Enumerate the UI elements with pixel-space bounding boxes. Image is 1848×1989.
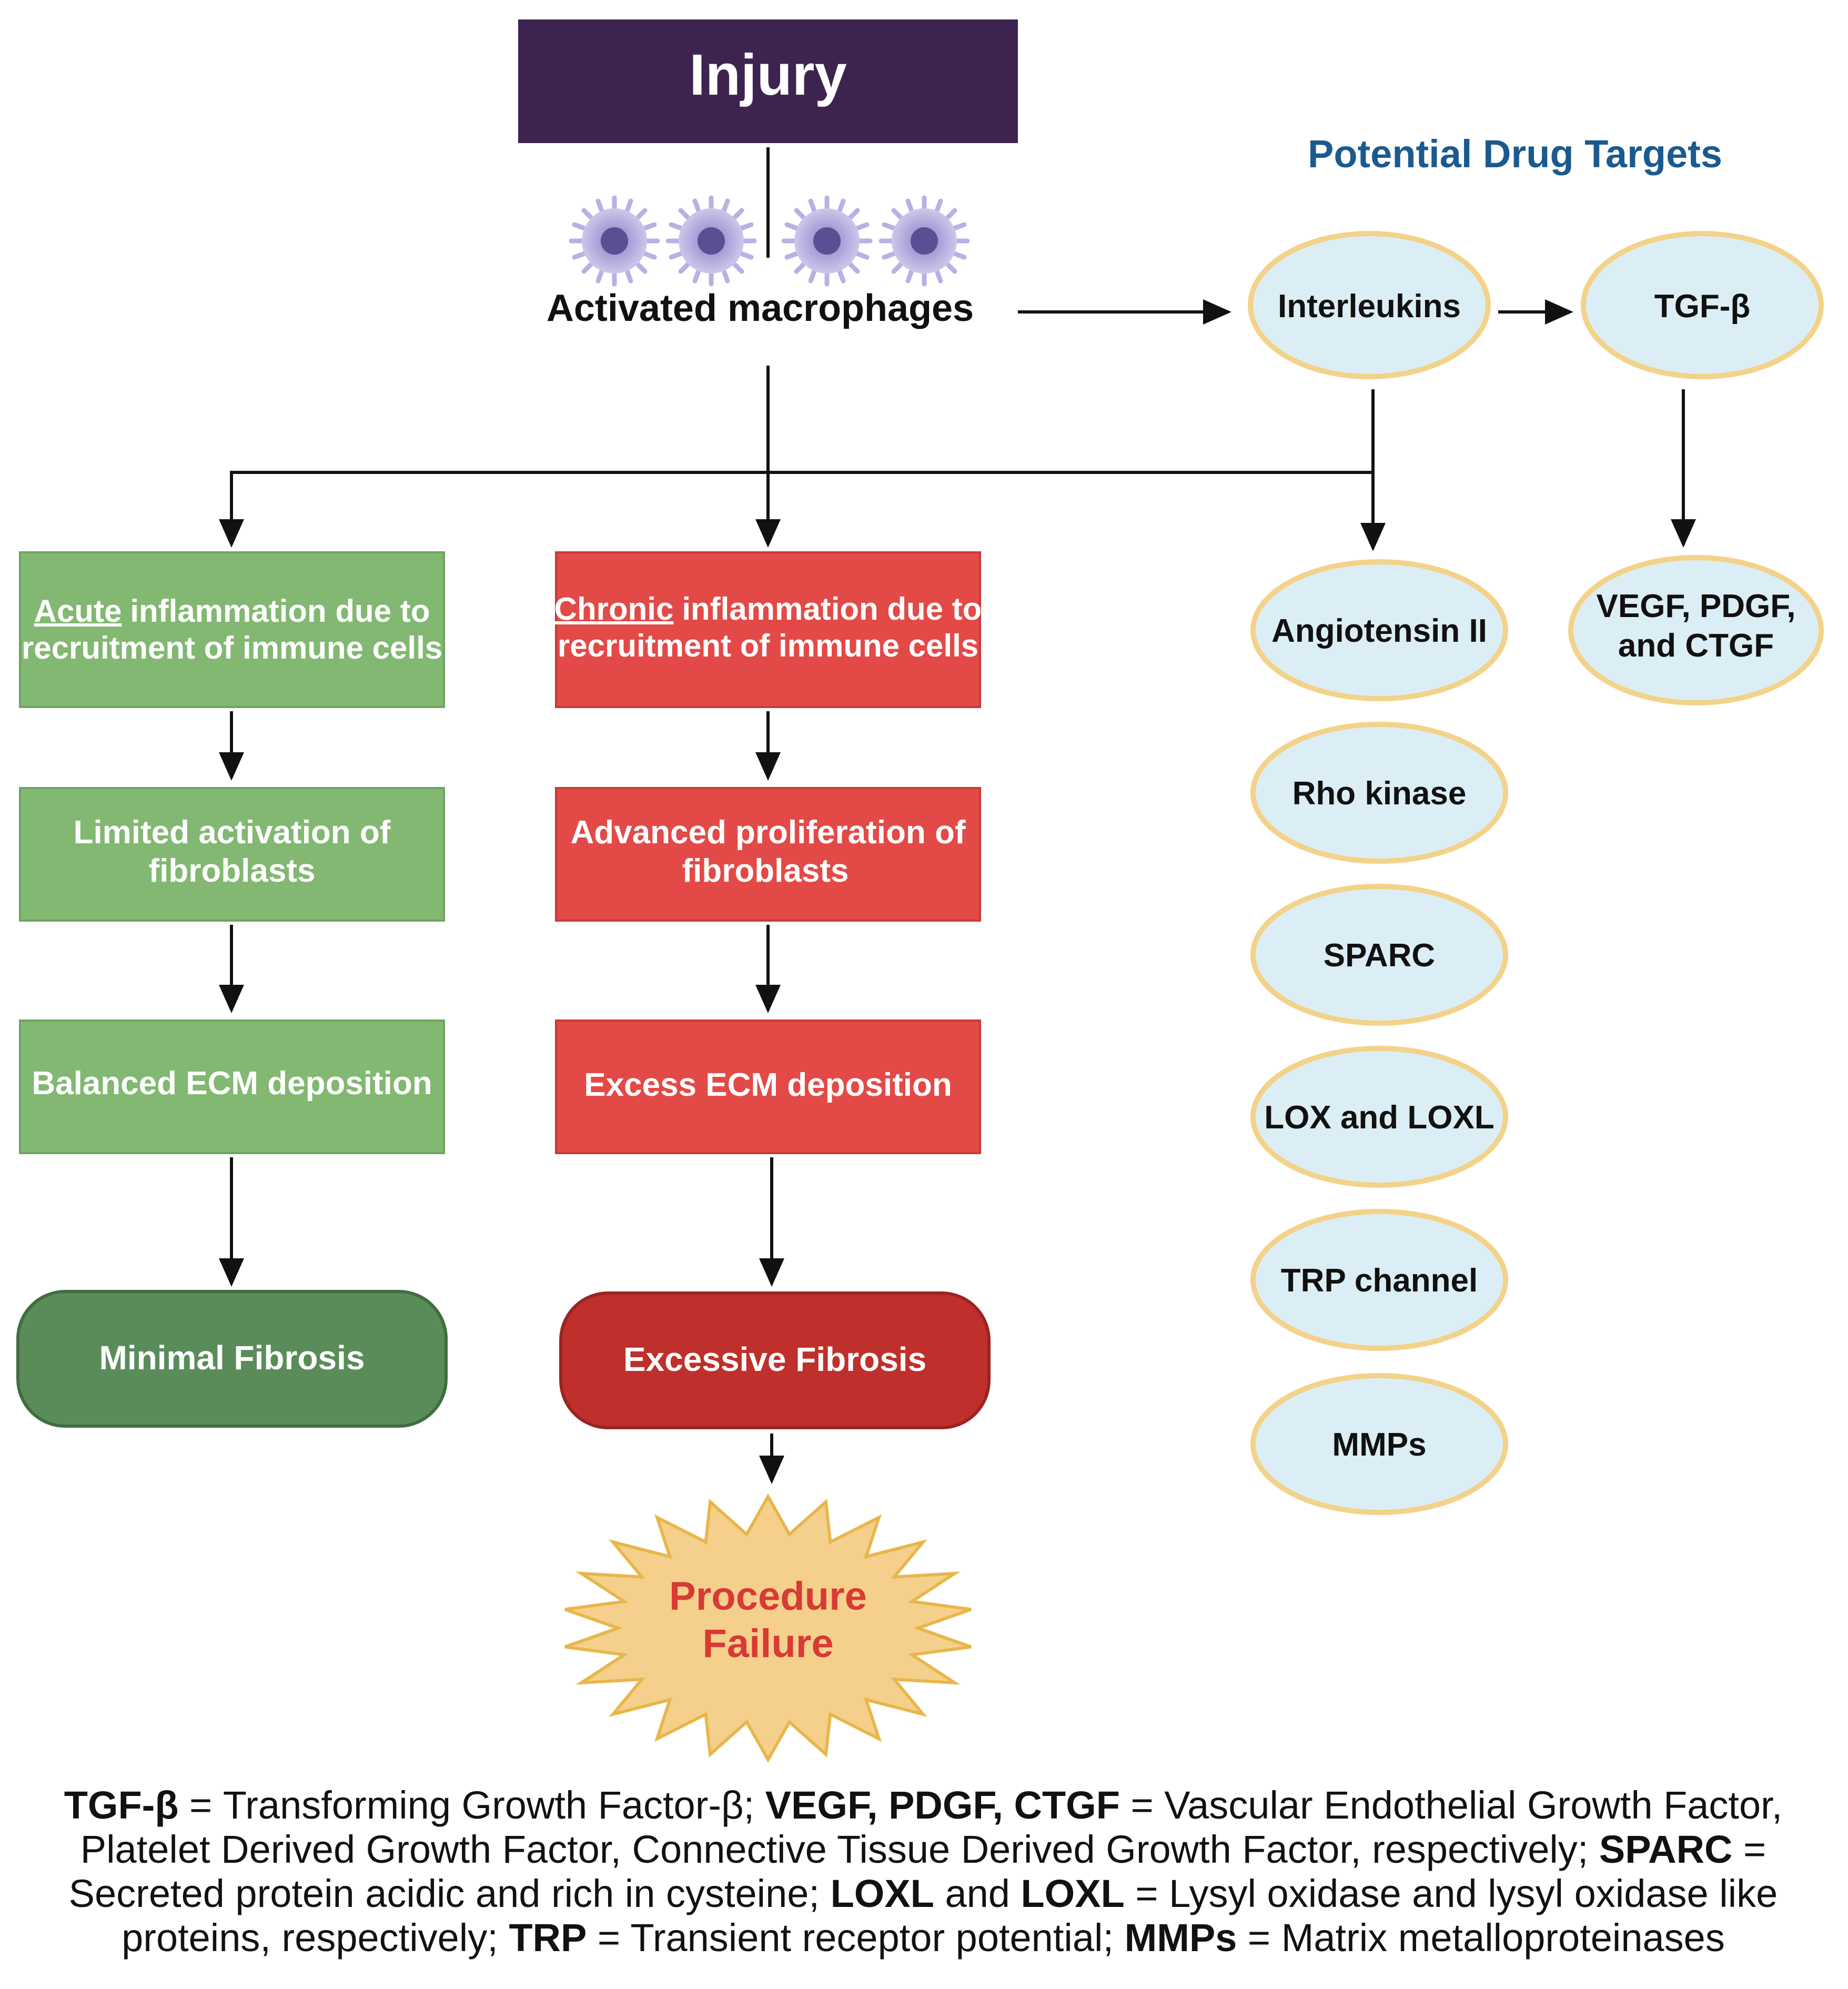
drug-targets-heading: Potential Drug Targets — [1308, 132, 1722, 176]
injury-label: Injury — [689, 43, 847, 107]
legend-term: LOXL — [1021, 1872, 1125, 1915]
macrophage-cell-icon — [668, 198, 754, 284]
macrophage-cell-icon — [571, 198, 658, 284]
target-vegf-pdgf-ctgf — [1568, 555, 1824, 705]
advanced-proliferation-line2: fibroblasts — [682, 853, 849, 889]
legend-definition: proteins, respectively; — [122, 1916, 509, 1960]
legend-definition: = — [1732, 1828, 1766, 1871]
legend-definition: = Vascular Endothelial Growth Factor, — [1119, 1783, 1783, 1827]
procedure-failure-line1: Procedure — [669, 1574, 867, 1619]
target-lox — [1250, 1046, 1508, 1188]
legend-line: Secreted protein acidic and rich in cyst… — [32, 1872, 1815, 1916]
excessive-fibrosis-box — [559, 1291, 991, 1429]
legend-line: proteins, respectively; TRP = Transient … — [32, 1916, 1815, 1960]
limited-activation-line1: Limited activation of — [74, 814, 391, 851]
target-lox-label: LOX and LOXL — [1264, 1099, 1494, 1136]
procedure-failure-line2: Failure — [702, 1621, 833, 1666]
target-tgf-beta-label: TGF-β — [1654, 288, 1750, 325]
minimal-fibrosis-box — [16, 1290, 448, 1428]
legend-term: VEGF, PDGF, CTGF — [765, 1783, 1120, 1827]
target-mmps — [1250, 1373, 1508, 1515]
advanced-proliferation-box — [555, 787, 981, 922]
balanced-ecm-box — [19, 1019, 445, 1154]
excessive-fibrosis-label: Excessive Fibrosis — [623, 1340, 926, 1378]
limited-activation-box — [19, 787, 445, 922]
legend-term: SPARC — [1599, 1828, 1733, 1871]
procedure-failure-starburst — [564, 1493, 972, 1763]
target-rho-kinase-label: Rho kinase — [1292, 775, 1467, 812]
target-mmps-label: MMPs — [1332, 1427, 1426, 1463]
chronic-rest: inflammation due to — [682, 591, 982, 627]
target-angiotensin — [1250, 559, 1508, 701]
acute-emphasis: Acute — [34, 593, 122, 629]
legend-term: TGF-β — [64, 1783, 179, 1827]
chronic-emphasis: Chronic — [554, 591, 674, 627]
legend-definition: and — [934, 1872, 1021, 1915]
legend-term: TRP — [509, 1916, 587, 1960]
target-interleukins-label: Interleukins — [1278, 288, 1461, 325]
target-interleukins — [1248, 231, 1491, 379]
abbreviation-legend: TGF-β = Transforming Growth Factor-β; VE… — [32, 1783, 1815, 1960]
excess-ecm-label: Excess ECM deposition — [584, 1067, 952, 1103]
legend-definition: = Matrix metalloproteinases — [1237, 1916, 1725, 1960]
target-trp-label: TRP channel — [1281, 1263, 1478, 1299]
acute-inflammation-box — [19, 551, 445, 708]
macrophage-cell-icon — [784, 198, 870, 284]
legend-definition: = Transient receptor potential; — [587, 1916, 1125, 1960]
macrophage-cell-icon — [881, 198, 967, 284]
target-rho-kinase — [1250, 722, 1508, 864]
activated-macrophages-label: Activated macrophages — [547, 287, 974, 329]
excess-ecm-box — [555, 1019, 981, 1154]
legend-definition: Platelet Derived Growth Factor, Connecti… — [80, 1828, 1599, 1871]
legend-line: Platelet Derived Growth Factor, Connecti… — [32, 1828, 1815, 1872]
target-tgf-beta — [1581, 231, 1824, 379]
advanced-proliferation-line1: Advanced proliferation of — [571, 814, 966, 851]
legend-definition: Secreted protein acidic and rich in cyst… — [68, 1872, 831, 1915]
legend-definition: = Lysyl oxidase and lysyl oxidase like — [1124, 1872, 1778, 1915]
acute-inflammation-line2: recruitment of immune cells — [22, 630, 442, 665]
legend-definition: = Transforming Growth Factor-β; — [178, 1783, 765, 1827]
legend-term: MMPs — [1124, 1916, 1237, 1960]
minimal-fibrosis-label: Minimal Fibrosis — [99, 1339, 365, 1377]
acute-rest: inflammation due to — [130, 593, 430, 629]
target-trp — [1250, 1209, 1508, 1351]
target-vegf-label-line2: and CTGF — [1618, 628, 1774, 664]
chronic-inflammation-box — [555, 551, 981, 708]
target-vegf-label-line1: VEGF, PDGF, — [1597, 588, 1796, 624]
target-sparc-label: SPARC — [1324, 937, 1435, 974]
legend-line: TGF-β = Transforming Growth Factor-β; VE… — [32, 1783, 1815, 1828]
target-sparc — [1250, 884, 1508, 1026]
chronic-inflammation-line2: recruitment of immune cells — [558, 628, 978, 663]
target-angiotensin-label: Angiotensin II — [1271, 613, 1487, 649]
balanced-ecm-label: Balanced ECM deposition — [32, 1065, 432, 1102]
limited-activation-line2: fibroblasts — [149, 853, 316, 889]
legend-term: LOXL — [830, 1872, 934, 1915]
injury-box — [518, 19, 1018, 143]
